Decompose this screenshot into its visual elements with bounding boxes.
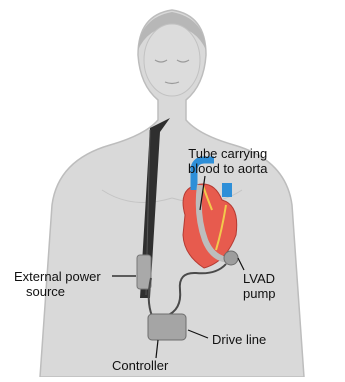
external-power-label-line2: source	[14, 284, 101, 299]
tube-label-line1: Tube carrying	[188, 146, 268, 161]
tube-label: Tube carrying blood to aorta	[188, 146, 268, 176]
pump-label-line2: pump	[243, 286, 276, 301]
pump-label: LVAD pump	[243, 271, 276, 301]
tube-label-line2: blood to aorta	[188, 161, 268, 176]
external-power-label-line1: External power	[14, 269, 101, 284]
controller-icon	[148, 314, 186, 340]
pump-label-line1: LVAD	[243, 271, 276, 286]
pump-icon	[224, 251, 238, 265]
external-power-label: External power source	[14, 269, 101, 299]
drive-line-label: Drive line	[212, 332, 266, 347]
controller-label: Controller	[112, 358, 168, 373]
